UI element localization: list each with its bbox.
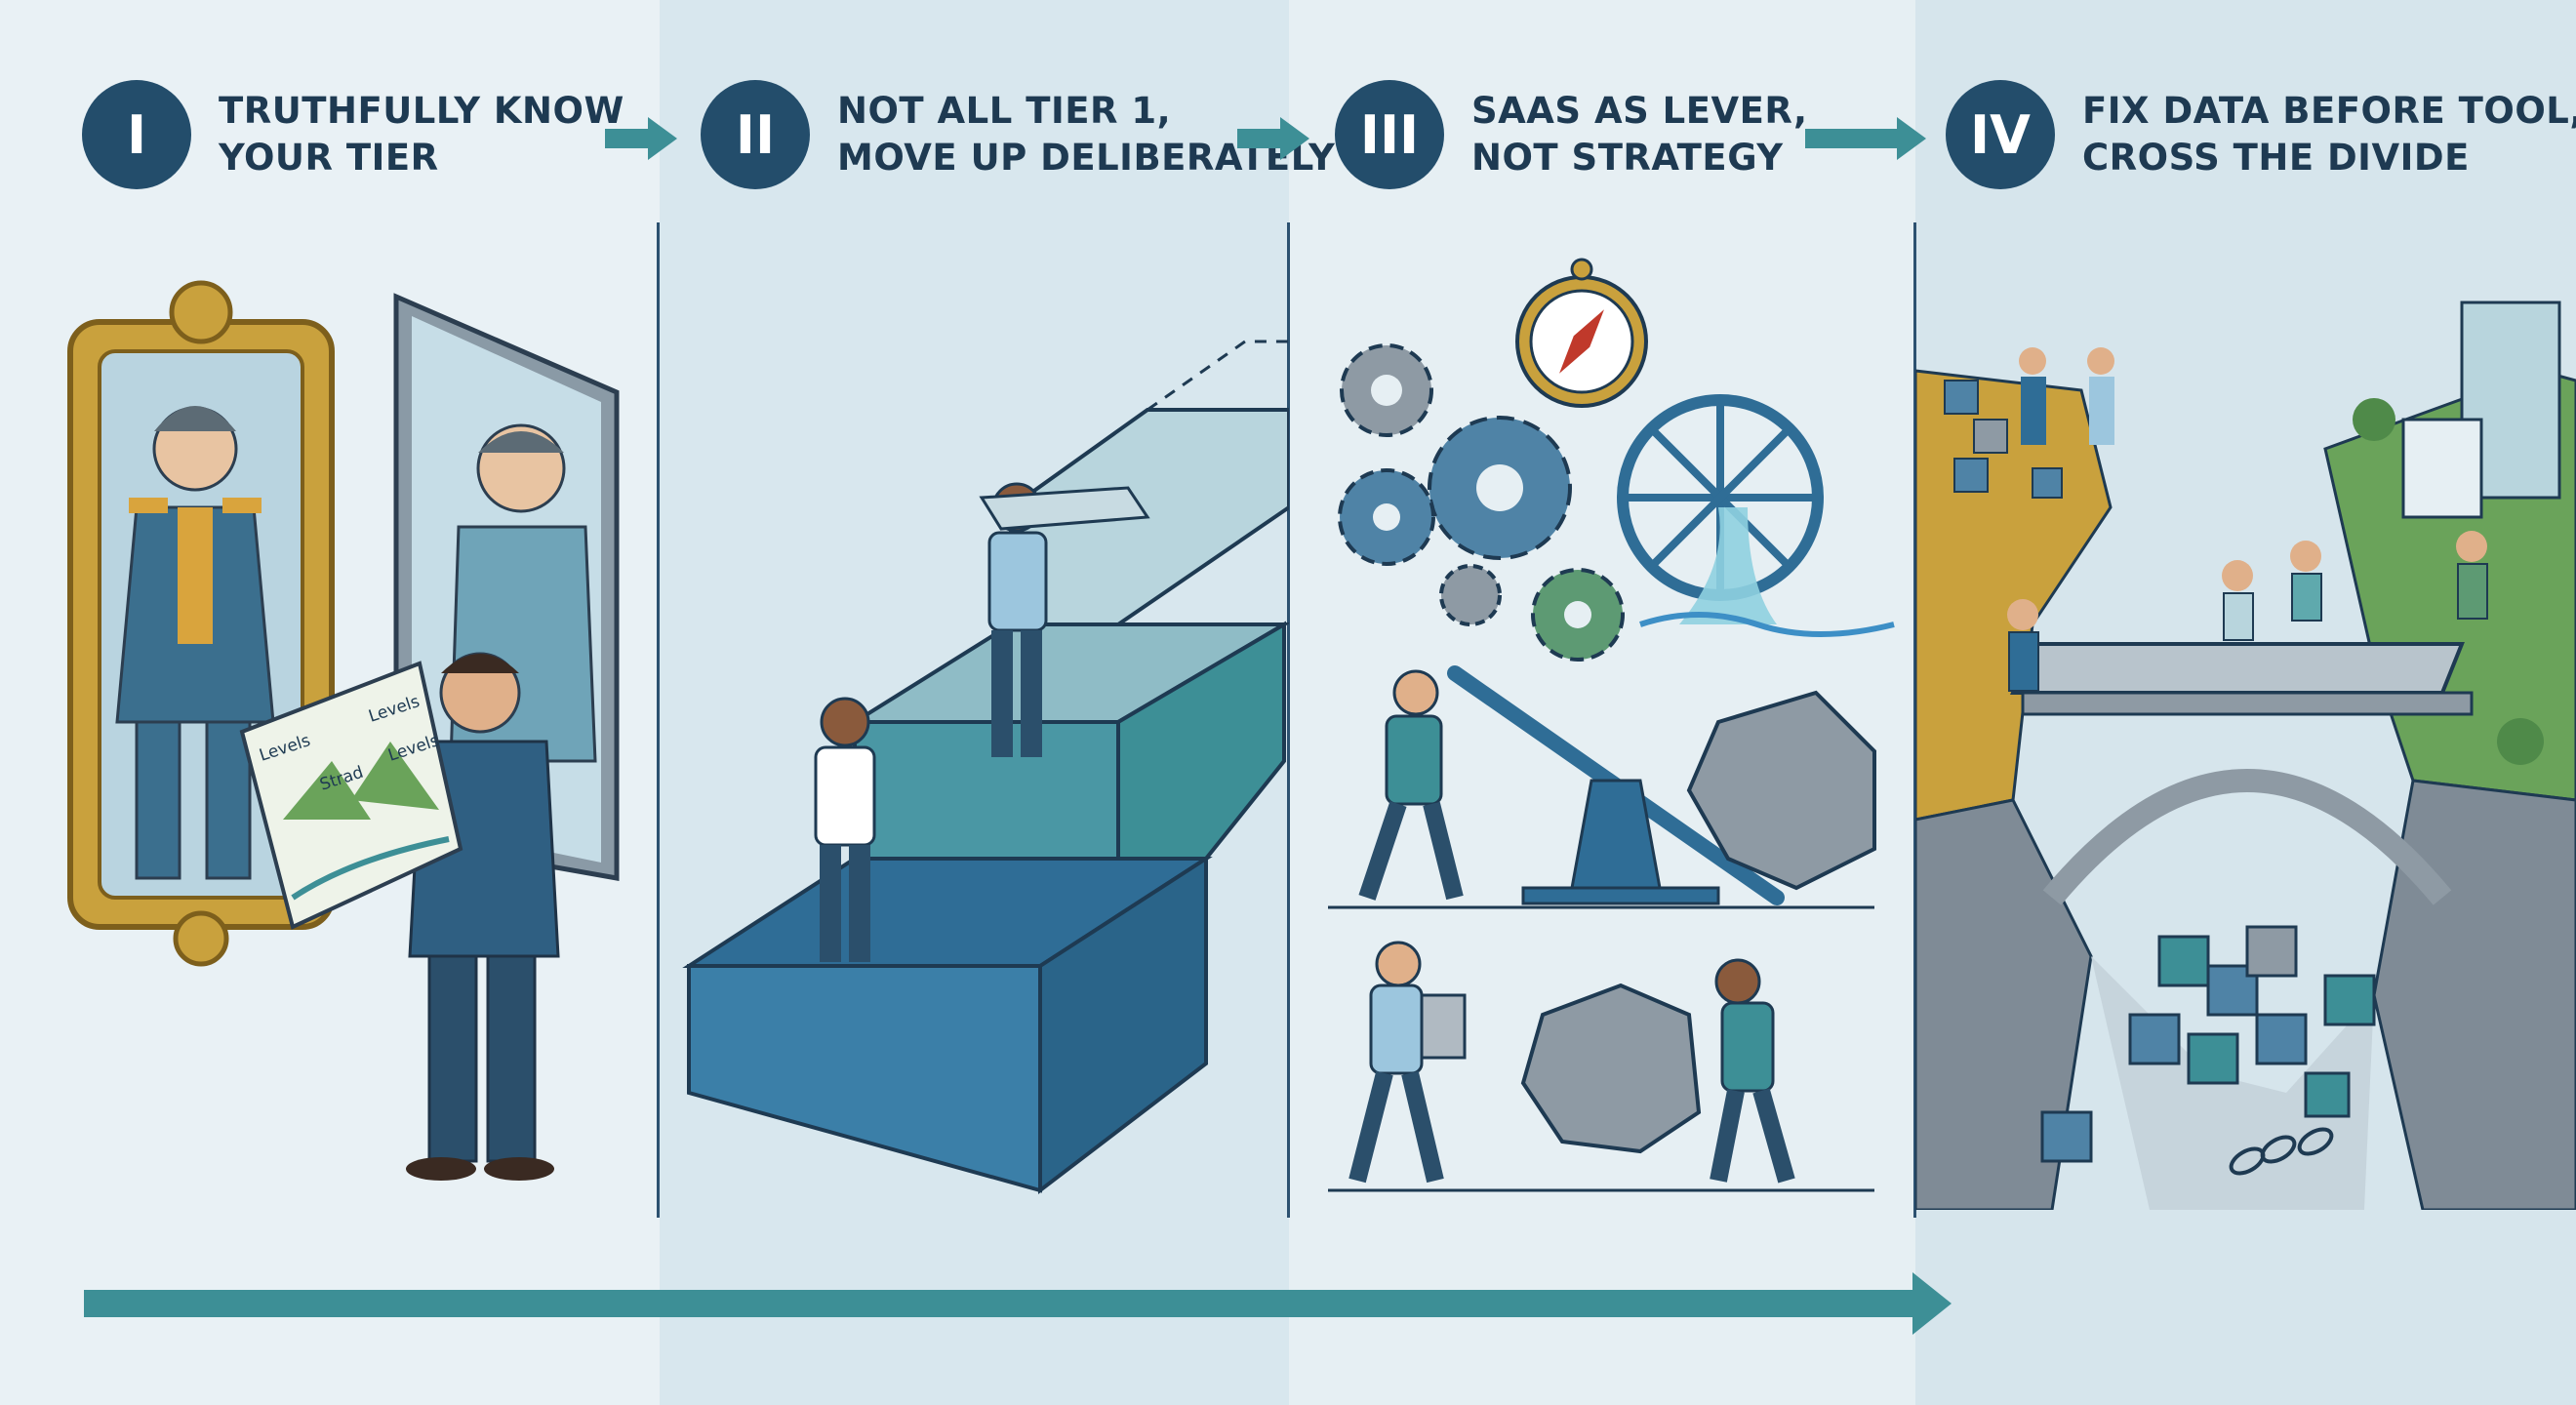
step-title-line: FIX DATA BEFORE TOOL, [2082, 90, 2576, 132]
step-2-illustration [682, 340, 1289, 1195]
broken-chain-icon [2229, 1127, 2334, 1176]
staircase-icon [682, 340, 1289, 1195]
compass-icon [1515, 258, 1648, 408]
map-icon: Levels Strad Levels Levels [239, 661, 463, 930]
step-numeral: III [1335, 80, 1444, 189]
step-title: TRUTHFULLY KNOW YOUR TIER [219, 88, 624, 181]
next-step-arrow-icon [1805, 117, 1926, 160]
person-placing-block-icon [979, 482, 1150, 757]
step-numeral: II [701, 80, 810, 189]
step-header-2: II NOT ALL TIER 1, MOVE UP DELIBERATELY [701, 76, 1335, 193]
panel-divider [657, 222, 660, 1218]
person-standing-icon [814, 697, 876, 962]
step-title: SAAS AS LEVER, NOT STRATEGY [1471, 88, 1808, 181]
step-title-line: NOT ALL TIER 1, [837, 90, 1172, 132]
data-cubes-icon [1944, 380, 2376, 1163]
bridge-icon [2007, 347, 2488, 905]
box-icon [1328, 941, 1874, 1192]
step-title-line: YOUR TIER [219, 137, 439, 179]
step-title-line: CROSS THE DIVIDE [2082, 137, 2470, 179]
step-1-illustration: Levels Strad Levels Levels [67, 280, 620, 1181]
step-title-line: TRUTHFULLY KNOW [219, 90, 624, 132]
lever-icon [1328, 665, 1874, 909]
step-header-1: I TRUTHFULLY KNOW YOUR TIER [82, 76, 624, 193]
next-step-arrow-icon [1237, 117, 1309, 160]
step-header-4: IV FIX DATA BEFORE TOOL, CROSS THE DIVID… [1946, 76, 2576, 193]
timeline-arrow-icon [84, 1272, 1952, 1335]
step-4-illustration [1915, 301, 2576, 1210]
step-numeral: IV [1946, 80, 2055, 189]
step-header-3: III SAAS AS LEVER, NOT STRATEGY [1335, 76, 1808, 193]
step-title: FIX DATA BEFORE TOOL, CROSS THE DIVIDE [2082, 88, 2576, 181]
next-step-arrow-icon [605, 117, 677, 160]
step-3-illustration [1328, 258, 1895, 1192]
boulder-icon [1520, 690, 1876, 1154]
businessman-icon [406, 652, 560, 1181]
building-icon [2353, 301, 2561, 765]
step-numeral: I [82, 80, 191, 189]
step-title-line: SAAS AS LEVER, [1471, 90, 1808, 132]
water-wheel-icon [1617, 394, 1895, 637]
gears-icon [1338, 343, 1625, 662]
panel-divider [1287, 222, 1290, 1218]
step-title-line: NOT STRATEGY [1471, 137, 1784, 179]
